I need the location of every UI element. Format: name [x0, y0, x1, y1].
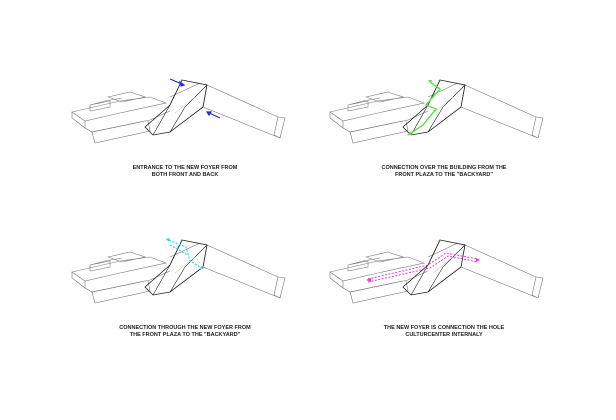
caption-4: THE NEW FOYER IS CONNECTION THE HOLE CUL…: [383, 325, 505, 338]
through-foyer-arrows: [165, 238, 205, 270]
building-axonometric-drawing: [329, 239, 544, 304]
diagram-panel-internal-connection: [328, 235, 558, 345]
diagram-panel-through-foyer: [70, 235, 300, 345]
diagram-panel-over-building: [328, 75, 558, 185]
caption-3: CONNECTION THROUGH THE NEW FOYER FROM TH…: [119, 325, 251, 338]
building-axonometric-drawing: [71, 238, 286, 304]
caption-1: ENTRANCE TO THE NEW FOYER FROM BOTH FRON…: [132, 165, 238, 178]
building-axonometric-drawing: [329, 79, 544, 144]
entrance-arrows: [169, 78, 221, 119]
building-axonometric-drawing: [71, 78, 286, 144]
diagram-panel-front-back-entrance: [70, 75, 300, 185]
over-building-path-arrow: [407, 81, 442, 136]
internal-connection-path: [367, 252, 479, 283]
caption-2: CONNECTION OVER THE BUILDING FROM THE FR…: [381, 165, 507, 178]
